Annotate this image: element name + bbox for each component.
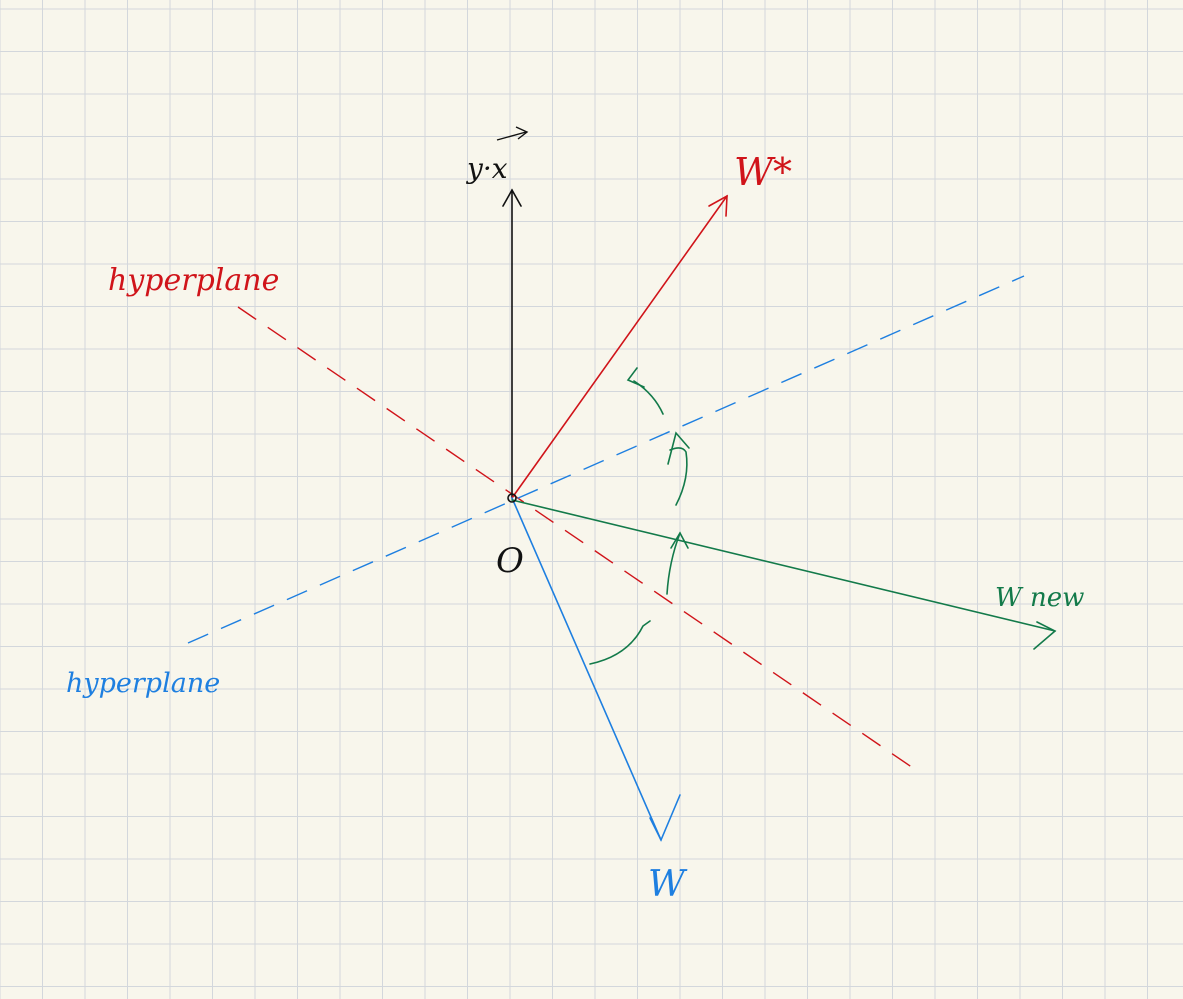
red-hyperplane-line [237, 306, 917, 771]
blue-hyperplane-line [187, 275, 1025, 644]
rotation-arrow-icon [589, 367, 690, 665]
w-new-vector [511, 499, 1057, 650]
y-x-vector [502, 188, 522, 499]
w-star-label: W* [734, 150, 792, 194]
arrow-head-icon [502, 188, 522, 207]
w-vector [511, 497, 681, 842]
hyperplane-blue-label: hyperplane [66, 668, 220, 699]
arrow-head-icon [1033, 621, 1057, 650]
origin-point [507, 493, 517, 503]
arrow-head-icon [649, 794, 681, 842]
hyperplane-red-label: hyperplane [108, 263, 279, 298]
w-new-label: W new [995, 583, 1084, 613]
arrow-head-icon [708, 194, 728, 217]
w-label: W [648, 864, 688, 905]
x-vector-mark-icon [496, 126, 529, 141]
y-x-label: y·x [465, 152, 508, 185]
origin-label: O [496, 541, 524, 581]
w-star-vector [511, 194, 728, 499]
